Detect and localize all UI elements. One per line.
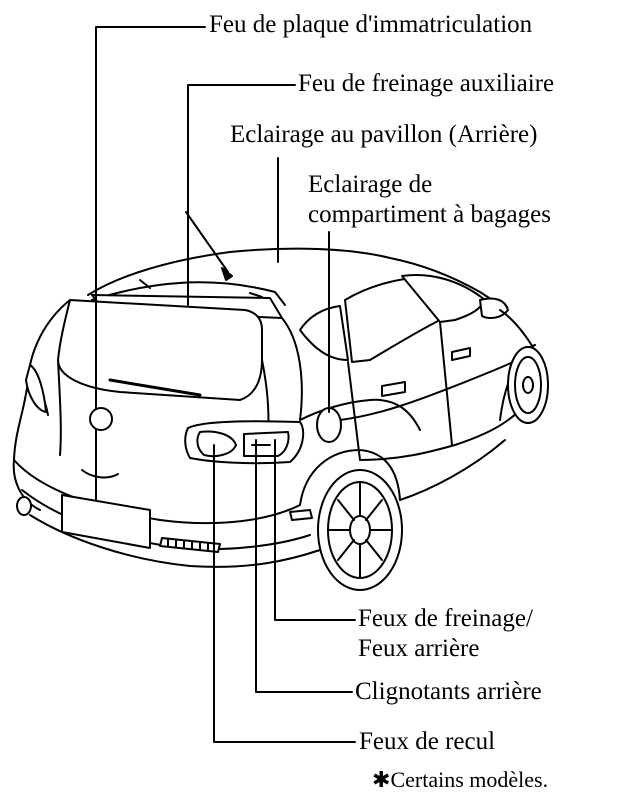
footnote: ✱Certains modèles. [372,766,548,794]
roof-light-rear-label: Eclairage au pavillon (Arrière) [230,121,538,148]
car-body [12,211,549,591]
asterisk-icon: ✱ [372,767,391,792]
brake-tail-lights-label-line2: Feux arrière [358,635,480,662]
rear-turn-signals-label: Clignotants arrière [355,678,542,705]
license-plate-light-label: Feu de plaque d'immatriculation [209,11,533,38]
luggage-light-label-line2: compartiment à bagages [308,201,551,228]
footnote-text: Certains modèles. [390,767,549,792]
reverse-lights-label: Feux de recul [359,728,496,755]
brake-tail-lights-label-line1: Feux de freinage/ [358,605,533,632]
callout-lines [89,26,356,743]
luggage-light-label-line1: Eclairage de [308,171,433,198]
auxiliary-brake-light-label: Feu de freinage auxiliaire [298,70,555,97]
